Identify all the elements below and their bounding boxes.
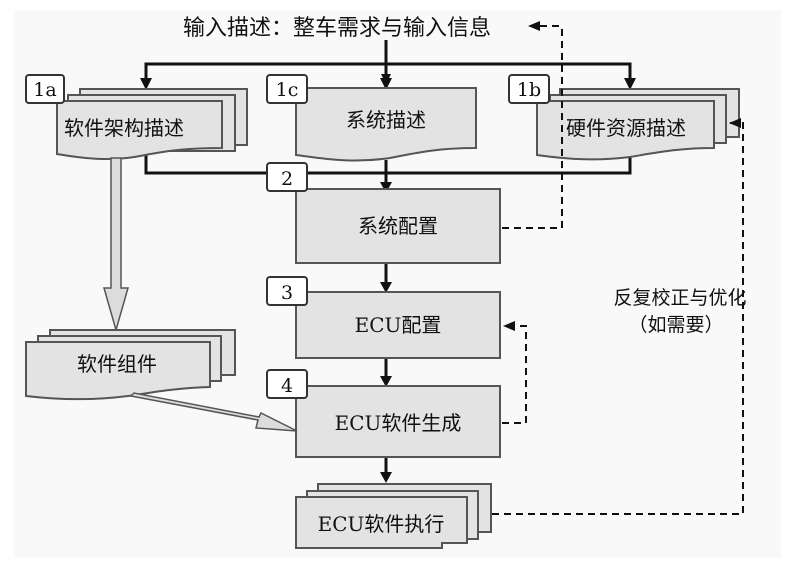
svg-text:4: 4 (281, 375, 293, 397)
feedback-arrowhead-hwres (729, 118, 741, 128)
tag-1a: 1a (25, 74, 65, 104)
node-ecu-gen-label: ECU软件生成 (335, 411, 462, 435)
node-sys-config[interactable]: 系统配置 (295, 188, 501, 264)
node-sw-comp-label: 软件组件 (77, 352, 157, 376)
feedback-arrowhead-title (528, 21, 540, 31)
tag-1b: 1b (508, 74, 550, 104)
node-sw-arch[interactable]: 软件架构描述 (56, 88, 248, 161)
node-hw-res[interactable]: 硬件资源描述 (536, 88, 740, 161)
svg-text:1a: 1a (33, 79, 56, 101)
node-hw-res-label: 硬件资源描述 (566, 116, 686, 140)
tag-3: 3 (266, 276, 308, 306)
node-ecu-gen[interactable]: ECU软件生成 (295, 385, 501, 458)
node-sw-arch-label: 软件架构描述 (64, 116, 184, 140)
arrowhead-to-ecugen (380, 376, 392, 387)
node-sys-desc[interactable]: 系统描述 (295, 87, 477, 162)
feedback-ecugen-to-ecuconfig (502, 325, 527, 424)
svg-text:2: 2 (281, 168, 293, 190)
arrowhead-to-exec (380, 472, 392, 483)
svg-text:1c: 1c (276, 79, 299, 101)
feedback-sysconfig-to-input (502, 26, 563, 229)
svg-text:1b: 1b (517, 79, 541, 101)
arrowhead-to-sysconfig (380, 182, 392, 193)
input-title: 输入描述：整车需求与输入信息 (183, 16, 491, 41)
arrowhead-to-1c (380, 78, 392, 90)
node-ecu-config[interactable]: ECU配置 (295, 291, 501, 359)
arrowhead-to-1a (140, 78, 152, 90)
feedback-arrowhead-ecuconfig (503, 321, 515, 331)
tag-2: 2 (266, 162, 308, 192)
node-sw-comp[interactable]: 软件组件 (25, 329, 236, 401)
node-sys-desc-label: 系统描述 (346, 108, 426, 132)
svg-text:3: 3 (281, 282, 293, 304)
node-ecu-config-label: ECU配置 (355, 313, 442, 337)
tag-1c: 1c (266, 74, 308, 104)
feedback-label-line2: （如需要） (628, 314, 723, 336)
feedback-label-line1: 反复校正与优化 (613, 287, 746, 309)
tag-4: 4 (266, 369, 308, 399)
hollow-arrow-components-to-ecugen (129, 392, 298, 432)
node-sys-config-label: 系统配置 (358, 214, 438, 238)
node-ecu-exec-label: ECU软件执行 (318, 512, 445, 536)
distribution-bar (144, 62, 632, 83)
hollow-arrow-arch-to-components (103, 157, 129, 333)
arrowhead-to-ecuconfig (380, 282, 392, 293)
node-ecu-exec[interactable]: ECU软件执行 (295, 483, 492, 549)
collector-bar (144, 154, 632, 175)
arrowhead-to-1b (624, 78, 636, 90)
